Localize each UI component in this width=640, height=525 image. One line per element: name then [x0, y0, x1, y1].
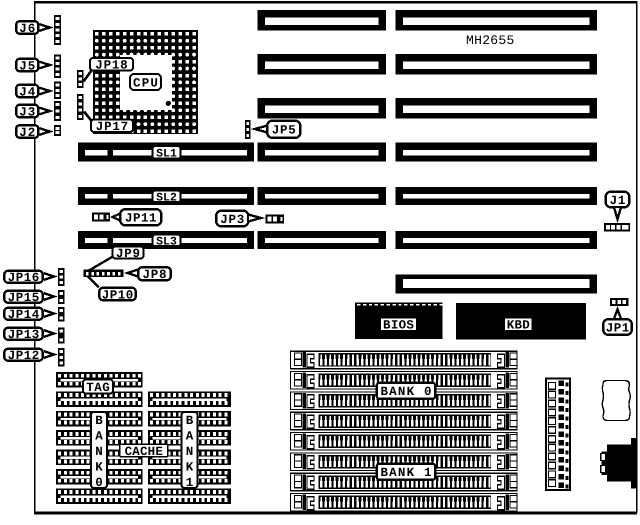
svg-text:BIOS: BIOS [383, 319, 414, 333]
svg-text:SL2: SL2 [156, 192, 177, 205]
svg-text:J4: J4 [19, 85, 36, 99]
svg-text:JP10: JP10 [102, 288, 134, 302]
svg-text:CPU: CPU [133, 76, 159, 90]
svg-text:N: N [95, 445, 103, 459]
svg-text:JP9: JP9 [116, 247, 141, 261]
svg-text:BANK 0: BANK 0 [380, 385, 432, 399]
svg-text:JP11: JP11 [125, 212, 157, 226]
svg-text:0: 0 [95, 476, 103, 490]
svg-text:TAG: TAG [86, 381, 110, 395]
svg-text:JP18: JP18 [95, 59, 128, 73]
svg-text:JP3: JP3 [220, 213, 245, 227]
svg-text:JP8: JP8 [142, 268, 167, 282]
svg-text:JP16: JP16 [8, 271, 40, 285]
svg-text:JP1: JP1 [606, 321, 630, 335]
svg-text:J2: J2 [19, 126, 36, 140]
svg-text:A: A [95, 430, 103, 444]
svg-text:N: N [186, 445, 194, 459]
svg-text:B: B [186, 414, 194, 428]
svg-text:BANK 1: BANK 1 [380, 466, 432, 480]
svg-text:J5: J5 [19, 59, 36, 73]
svg-text:A: A [186, 430, 194, 444]
svg-text:JP5: JP5 [272, 124, 297, 138]
svg-text:JP14: JP14 [8, 308, 40, 322]
svg-text:CACHE: CACHE [125, 445, 164, 459]
svg-text:B: B [95, 414, 103, 428]
svg-text:KBD: KBD [507, 319, 531, 333]
svg-text:J1: J1 [610, 194, 627, 208]
svg-text:SL3: SL3 [156, 236, 177, 249]
svg-text:K: K [95, 461, 103, 475]
svg-text:1: 1 [186, 476, 194, 490]
svg-text:MH2655: MH2655 [466, 33, 515, 48]
svg-text:JP12: JP12 [8, 349, 40, 363]
svg-text:J3: J3 [19, 105, 36, 119]
svg-text:JP17: JP17 [96, 120, 129, 134]
svg-text:K: K [186, 461, 194, 475]
svg-text:JP15: JP15 [8, 291, 40, 305]
svg-text:J6: J6 [19, 22, 36, 36]
svg-text:JP13: JP13 [8, 328, 40, 342]
svg-text:SL1: SL1 [156, 148, 177, 161]
